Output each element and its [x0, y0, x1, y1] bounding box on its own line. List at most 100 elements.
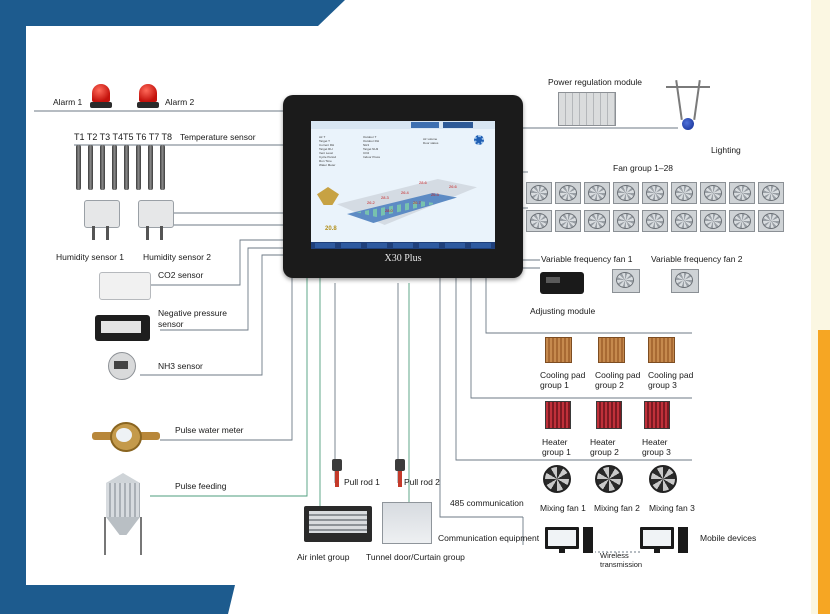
- heater-2-label-2: group 2: [590, 447, 619, 457]
- exhaust-fan-icon: [613, 182, 639, 204]
- exhaust-fan-icon: [584, 210, 610, 232]
- exhaust-fan-icon: [555, 182, 581, 204]
- nh3-sensor-icon: [104, 352, 138, 384]
- cooling-pad-3-icon: [648, 337, 675, 363]
- exhaust-fan-icon: [758, 210, 784, 232]
- tunnel-door-label: Tunnel door/Curtain group: [366, 552, 465, 562]
- cooling-pad-3-label-2: group 3: [648, 380, 677, 390]
- feed-silo-icon: [98, 473, 148, 557]
- exhaust-fan-icon: [642, 210, 668, 232]
- wireless-label-2: transmission: [600, 560, 643, 569]
- screen-nav-tab[interactable]: [471, 243, 491, 248]
- screen-temp-reading: 26.4: [401, 190, 409, 195]
- fan-group-label: Fan group 1–28: [613, 163, 674, 173]
- cooling-pad-1-icon: [545, 337, 572, 363]
- air-inlet-icon: [304, 506, 372, 542]
- power-module-icon: [558, 92, 616, 126]
- screen-temp-reading: 26.3: [431, 192, 439, 197]
- screen-main-temp: 20.8: [325, 226, 337, 232]
- adjusting-module-icon: [540, 272, 584, 294]
- lighting-icon: [666, 80, 710, 140]
- exhaust-fan-icon: [758, 182, 784, 204]
- heater-2-icon: [596, 401, 622, 429]
- temperature-sensor-label: Temperature sensor: [180, 132, 256, 142]
- vf-fan-2-label: Variable frequency fan 2: [651, 254, 743, 264]
- cooling-pad-2-label-2: group 2: [595, 380, 624, 390]
- temperature-probe-icon: [136, 145, 141, 190]
- screen-nav-tab[interactable]: [341, 243, 361, 248]
- vf-fan-2-icon: [671, 269, 699, 293]
- exhaust-fan-icon: [729, 210, 755, 232]
- temperature-probe-icon: [100, 145, 105, 190]
- co2-sensor-icon: [99, 272, 151, 300]
- temperature-tags-label: T1 T2 T3 T4T5 T6 T7 T8: [74, 132, 173, 142]
- pulse-feeding-label: Pulse feeding: [175, 481, 227, 491]
- screen-temp-reading: 28.6: [419, 180, 427, 185]
- heater-1-icon: [545, 401, 571, 429]
- screen-top-button[interactable]: [443, 122, 473, 128]
- exhaust-fan-icon: [584, 182, 610, 204]
- cooling-pad-2-label: Cooling pad: [595, 370, 641, 380]
- screen-nav-tab[interactable]: [393, 243, 413, 248]
- water-meter-label: Pulse water meter: [175, 425, 244, 435]
- exhaust-fan-icon: [700, 182, 726, 204]
- screen-eagle-logo: [317, 187, 339, 205]
- comm-485-label: 485 communication: [450, 498, 524, 508]
- cooling-pad-1-label: Cooling pad: [540, 370, 586, 380]
- adjusting-module-label: Adjusting module: [530, 306, 596, 316]
- screen-temp-reading: 26.7: [413, 200, 421, 205]
- co2-sensor-label: CO2 sensor: [158, 270, 204, 280]
- power-module-label: Power regulation module: [548, 77, 643, 87]
- humidity-sensor-1-icon: [84, 200, 120, 242]
- humidity-sensor-2-icon: [138, 200, 174, 242]
- temperature-probe-icon: [124, 145, 129, 190]
- exhaust-fan-icon: [700, 210, 726, 232]
- cooling-pad-3-label: Cooling pad: [648, 370, 694, 380]
- computer-icon: [545, 527, 601, 555]
- cooling-pad-2-icon: [598, 337, 625, 363]
- heater-3-label-2: group 3: [642, 447, 671, 457]
- mixing-fan-3-icon: [649, 465, 677, 493]
- exhaust-fan-icon: [671, 210, 697, 232]
- mobile-devices-label: Mobile devices: [700, 533, 757, 543]
- mobile-device-icon: [640, 527, 696, 555]
- heater-1-label-2: group 1: [542, 447, 571, 457]
- negative-pressure-label-2: sensor: [158, 319, 184, 329]
- water-meter-icon: [92, 420, 160, 452]
- pull-rod-2-icon: [393, 459, 407, 489]
- pull-rod-2-label: Pull rod 2: [404, 477, 440, 487]
- screen-gear-icon[interactable]: [474, 135, 484, 145]
- mixing-fan-2-icon: [595, 465, 623, 493]
- heater-3-icon: [644, 401, 670, 429]
- screen-temp-reading: 28.3: [381, 195, 389, 200]
- screen-nav-tab[interactable]: [445, 243, 465, 248]
- tunnel-door-icon: [382, 502, 432, 544]
- negative-pressure-label-1: Negative pressure: [158, 308, 227, 318]
- negative-pressure-sensor-icon: [95, 315, 150, 341]
- exhaust-fan-icon: [642, 182, 668, 204]
- alarm-1-icon: [90, 84, 112, 110]
- cooling-pad-1-label-2: group 1: [540, 380, 569, 390]
- screen-top-button[interactable]: [411, 122, 439, 128]
- alarm-2-label: Alarm 2: [165, 97, 195, 107]
- comm-equipment-label: Communication equipment: [438, 533, 540, 543]
- alarm-2-icon: [137, 84, 159, 110]
- exhaust-fan-icon: [729, 182, 755, 204]
- controller-brand-label: X30 Plus: [384, 253, 422, 264]
- nh3-sensor-label: NH3 sensor: [158, 361, 203, 371]
- temperature-probe-icon: [160, 145, 165, 190]
- screen-nav-tab[interactable]: [419, 243, 439, 248]
- screen-nav-tab[interactable]: [315, 243, 335, 248]
- pull-rod-1-icon: [330, 459, 344, 489]
- screen-nav-tab[interactable]: [367, 243, 387, 248]
- exhaust-fan-icon: [555, 210, 581, 232]
- air-inlet-label: Air inlet group: [297, 552, 350, 562]
- mixing-fan-1-icon: [543, 465, 571, 493]
- pull-rod-1-label: Pull rod 1: [344, 477, 380, 487]
- mixing-fan-1-label: Mixing fan 1: [540, 503, 586, 513]
- screen-top-bar: [311, 121, 495, 129]
